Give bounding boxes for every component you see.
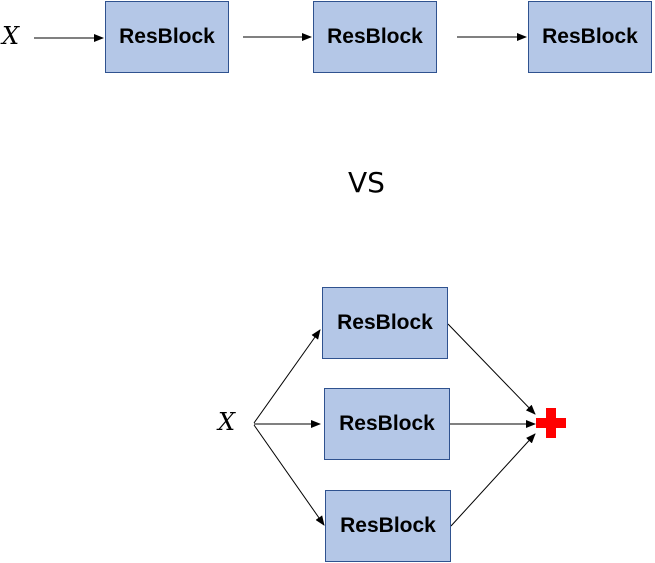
top-resblock-2: ResBlock — [313, 1, 437, 73]
bottom-input-label: X — [218, 408, 236, 436]
top-input-label: X — [2, 22, 20, 50]
parallel-resblock-a: ResBlock — [322, 287, 448, 359]
fan-arrow-block-a-to-plus — [447, 323, 536, 415]
parallel-resblock-c: ResBlock — [325, 490, 451, 562]
plus-icon — [536, 408, 566, 438]
vs-label: VS — [348, 166, 385, 199]
top-resblock-3: ResBlock — [528, 1, 652, 73]
fan-arrow-block-c-to-plus — [450, 433, 536, 527]
parallel-resblock-b: ResBlock — [324, 388, 450, 460]
fan-arrow-x-to-block-a — [253, 329, 321, 424]
top-resblock-1: ResBlock — [105, 1, 229, 73]
fan-arrow-x-to-block-c — [253, 424, 325, 526]
